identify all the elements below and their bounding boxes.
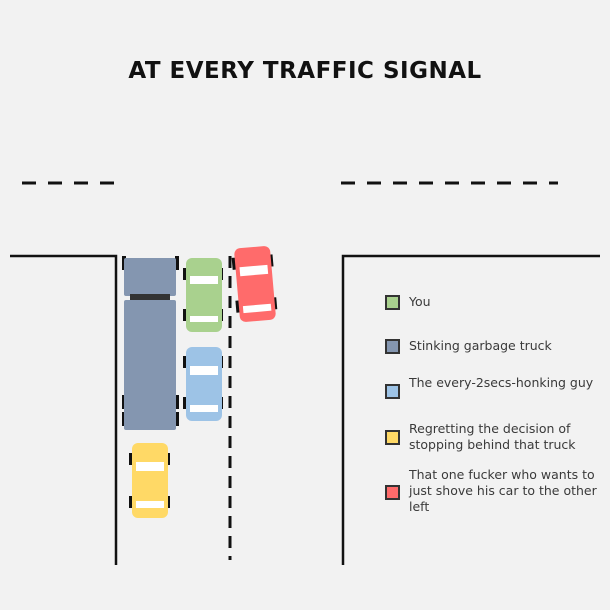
- legend-label: The every-2secs-honking guy: [409, 375, 604, 391]
- garbage-truck: [122, 256, 179, 430]
- legend-label: That one fucker who wants to just shove …: [409, 467, 604, 515]
- page-title: AT EVERY TRAFFIC SIGNAL: [0, 58, 610, 84]
- road-edge-left: [10, 256, 116, 565]
- legend-swatch-blue: [385, 384, 400, 399]
- car-you: [183, 258, 223, 332]
- truck-hitch: [130, 294, 170, 301]
- car-shoving-left: [231, 245, 278, 322]
- legend-label: Regretting the decision of stopping behi…: [409, 421, 604, 453]
- truck-trailer: [124, 300, 176, 430]
- legend-swatch-gray-blue: [385, 339, 400, 354]
- car-behind-truck: [129, 443, 170, 518]
- truck-cab: [124, 258, 176, 296]
- legend-swatch-red: [385, 485, 400, 500]
- legend-label: You: [409, 294, 604, 310]
- legend-swatch-yellow: [385, 430, 400, 445]
- legend-label: Stinking garbage truck: [409, 338, 604, 354]
- legend-swatch-green: [385, 295, 400, 310]
- car-honking-guy: [183, 347, 223, 421]
